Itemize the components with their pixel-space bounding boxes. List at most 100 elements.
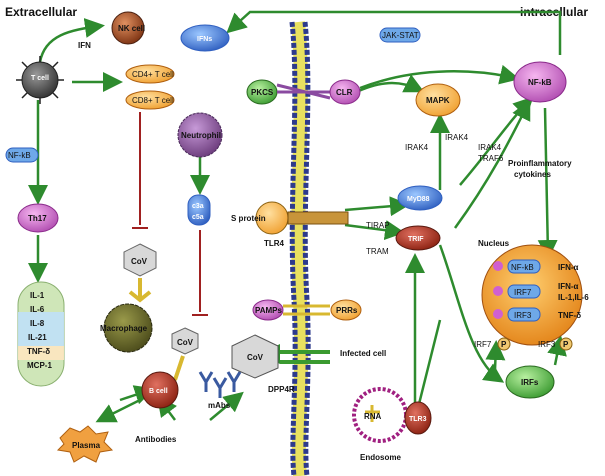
svg-text:CoV: CoV [177, 338, 194, 347]
pkcs: PKCS [246, 79, 278, 105]
coronavirus-2: CoV [171, 327, 199, 355]
dpp4r-label: DPP4R [268, 385, 295, 394]
ifn-label: IFN [78, 41, 91, 50]
mabs-label: mAbs [208, 401, 231, 410]
nf-kb-left: NF-kB [5, 147, 39, 163]
tlr4-receptor [287, 211, 349, 225]
clr: CLR [329, 79, 361, 105]
nucleus-label: Nucleus [478, 239, 510, 248]
svg-text:P: P [501, 340, 507, 349]
tnf-delta: TNF-δ [558, 311, 581, 320]
endosome-label: Endosome [360, 453, 401, 462]
ifn-alpha-1: IFN-α [558, 263, 579, 272]
irak4-label: IRAK4 [405, 143, 429, 152]
svg-text:S protein: S protein [231, 214, 266, 223]
ifn-alpha-2: IFN-α [558, 282, 579, 291]
endosome: RNA Endosome [352, 387, 408, 462]
neutrophil: Neutrophil [177, 112, 223, 158]
svg-text:CLR: CLR [336, 88, 353, 97]
svg-text:PKCS: PKCS [251, 88, 274, 97]
macrophage: Macrophage [100, 303, 153, 353]
myd88: MyD88 [397, 185, 443, 211]
inhibition-lines [132, 112, 208, 316]
ifns: IFNs [180, 24, 230, 52]
activation-arrows [28, 10, 567, 423]
cytokine-item: MCP-1 [27, 361, 52, 370]
cytokine-item: IL-6 [30, 305, 45, 314]
irf3-label: IRF3 [538, 340, 556, 349]
irfs: IRFs [505, 365, 555, 399]
coronavirus-3: CoV [231, 334, 279, 379]
svg-text:MyD88: MyD88 [407, 196, 430, 203]
cytokine-item: IL-8 [30, 319, 45, 328]
svg-text:B cell: B cell [149, 388, 168, 395]
b-cell: B cell [141, 371, 179, 409]
s-protein: S protein [231, 201, 289, 235]
cd4-t-cell: CD4+ T cell [125, 64, 175, 84]
coronavirus-1: CoV [123, 243, 157, 277]
svg-text:CD8+ T cell: CD8+ T cell [132, 96, 174, 105]
extracellular-label: Extracellular [5, 5, 77, 19]
antibodies-label: Antibodies [135, 435, 177, 444]
nk-cell: NK cell [111, 11, 145, 45]
svg-text:MAPK: MAPK [426, 96, 450, 105]
c3a-c5a: c3a c5a [187, 194, 211, 226]
infected-cell-label: Infected cell [340, 349, 386, 358]
svg-text:Plasma: Plasma [72, 441, 101, 450]
svg-text:T cell: T cell [31, 75, 49, 82]
svg-text:IRFs: IRFs [521, 378, 539, 387]
irf7-label: IRF7 [474, 340, 492, 349]
traf6-label: TRAF6 [478, 154, 504, 163]
svg-text:TLR3: TLR3 [409, 416, 427, 423]
nucleus: Nucleus NF-kB IRF7 IRF3 IFN-α IFN-α IL-1… [478, 239, 589, 346]
svg-text:IRF3: IRF3 [514, 311, 532, 320]
svg-text:NF-kB: NF-kB [511, 263, 534, 272]
tlr4-label: TLR4 [264, 239, 285, 248]
t-cell: T cell [16, 56, 64, 104]
svg-text:CD4+ T cell: CD4+ T cell [132, 70, 174, 79]
svg-text:RNA: RNA [364, 412, 382, 421]
mabs [198, 371, 242, 398]
svg-text:IFNs: IFNs [197, 36, 212, 43]
svg-text:NF-kB: NF-kB [528, 78, 552, 87]
il1-il6: IL-1,IL-6 [558, 293, 589, 302]
jak-stat: JAK-STAT [379, 27, 421, 43]
antibody-icon [173, 355, 185, 381]
irak4-label: IRAK4 [445, 133, 469, 142]
phospho-1: P [497, 337, 511, 351]
cytokine-item: IL-1 [30, 291, 45, 300]
plasma-cell: Plasma [56, 425, 114, 463]
th17-cell: Th17 [17, 203, 59, 233]
dpp4r-receptor [280, 350, 330, 364]
svg-text:Th17: Th17 [28, 214, 47, 223]
mapk: MAPK [415, 83, 461, 117]
tlr3: TLR3 [404, 401, 432, 435]
proinflammatory-label: Proinflammatory [508, 159, 572, 168]
nf-kb: NF-kB [513, 61, 567, 103]
svg-text:NK cell: NK cell [118, 24, 145, 33]
prrs: PRRs [330, 299, 362, 321]
svg-text:PRRs: PRRs [336, 306, 358, 315]
phospho-2: P [559, 337, 573, 351]
svg-text:TRIF: TRIF [408, 236, 424, 243]
cytokine-list: IL-1 IL-6 IL-8 IL-21 TNF-δ MCP-1 [17, 281, 65, 387]
cytokines-label: cytokines [514, 170, 551, 179]
svg-text:Macrophage: Macrophage [100, 324, 148, 333]
svg-text:JAK-STAT: JAK-STAT [382, 31, 419, 40]
svg-text:c5a: c5a [192, 214, 204, 221]
trif: TRIF [395, 225, 441, 251]
clr-receptor [276, 83, 331, 100]
irak4-label: IRAK4 [478, 143, 502, 152]
tram-label: TRAM [366, 247, 389, 256]
svg-text:P: P [563, 340, 569, 349]
svg-text:CoV: CoV [131, 257, 148, 266]
svg-text:Neutrophil: Neutrophil [181, 131, 221, 140]
svg-text:c3a: c3a [192, 203, 204, 210]
svg-text:IRF7: IRF7 [514, 288, 532, 297]
svg-text:CoV: CoV [247, 353, 264, 362]
svg-text:PAMPs: PAMPs [255, 306, 283, 315]
antibody-icon [128, 278, 152, 303]
pamps: PAMPs [252, 299, 284, 321]
